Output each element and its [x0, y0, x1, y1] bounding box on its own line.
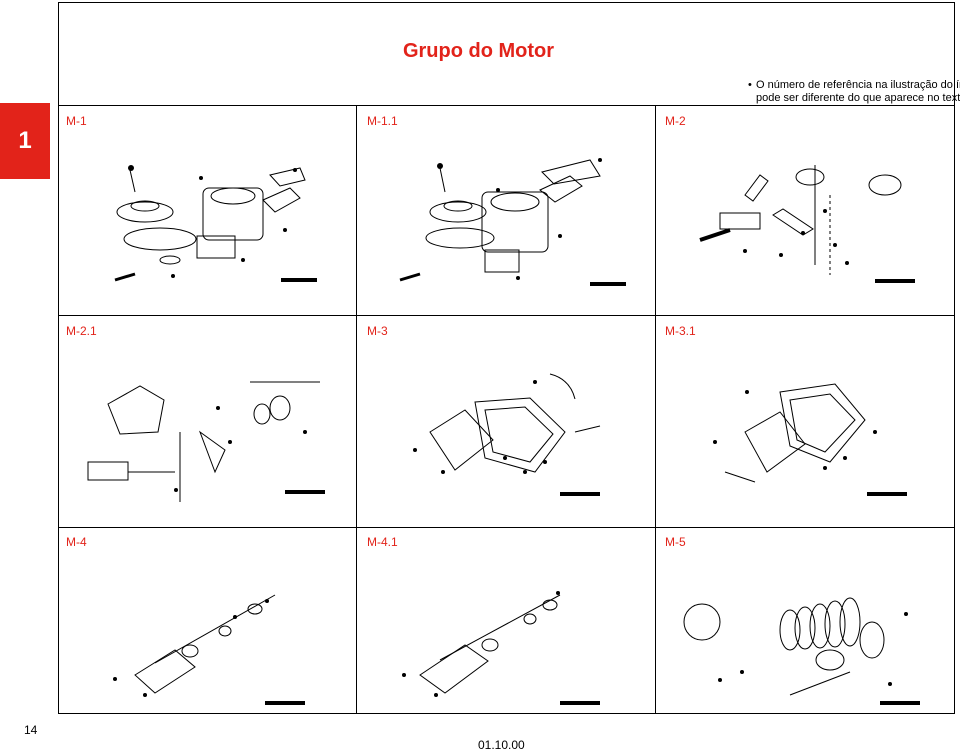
exploded-view-cylinder-alt [399, 158, 626, 286]
section-label-m5[interactable]: M-5 [665, 535, 686, 549]
section-label-m1-1[interactable]: M-1.1 [367, 114, 398, 128]
section-label-m2[interactable]: M-2 [665, 114, 686, 128]
page-title: Grupo do Motor [402, 40, 555, 62]
grid-divider-row2 [58, 315, 955, 316]
exploded-view-crankcase [402, 591, 600, 705]
note-line-2: pode ser diferente do que aparece no tex… [756, 92, 960, 104]
exploded-view-cylinder [114, 165, 317, 282]
diagram-m3-1[interactable] [685, 362, 940, 507]
index-frame [58, 2, 955, 714]
grid-divider-col3 [655, 105, 656, 714]
page-number: 14 [24, 723, 38, 737]
section-label-m3-1[interactable]: M-3.1 [665, 324, 696, 338]
diagram-m4[interactable] [95, 575, 345, 710]
diagram-m2[interactable] [685, 155, 935, 300]
diagram-m5[interactable] [680, 580, 940, 710]
diagram-m1-1[interactable] [390, 150, 640, 300]
diagram-m3[interactable] [385, 362, 645, 507]
chapter-number: 1 [18, 127, 32, 154]
grid-divider-col2 [356, 105, 357, 714]
diagram-m2-1[interactable] [80, 362, 340, 507]
grid-divider-row3 [58, 527, 955, 528]
exploded-view-right-cover [413, 373, 601, 496]
section-label-m4[interactable]: M-4 [66, 535, 87, 549]
exploded-view-clutch [683, 597, 920, 705]
section-label-m4-1[interactable]: M-4.1 [367, 535, 398, 549]
exploded-view-water-pump [87, 381, 325, 502]
note-bullet: • [748, 79, 752, 91]
section-label-m1[interactable]: M-1 [66, 114, 87, 128]
grid-divider-top [58, 105, 955, 106]
exploded-view-left-cover [713, 383, 907, 496]
section-label-m2-1[interactable]: M-2.1 [66, 324, 97, 338]
revision-date: 01.10.00 [478, 738, 525, 752]
chapter-tab[interactable]: 1 [0, 103, 50, 179]
section-label-m3[interactable]: M-3 [367, 324, 388, 338]
note-line-1: O número de referência na ilustração do … [756, 79, 960, 91]
diagram-m4-1[interactable] [390, 575, 640, 710]
exploded-view-exhaust-valve [699, 165, 915, 283]
exploded-view-crankshaft [113, 594, 305, 705]
diagram-m1[interactable] [85, 150, 335, 300]
